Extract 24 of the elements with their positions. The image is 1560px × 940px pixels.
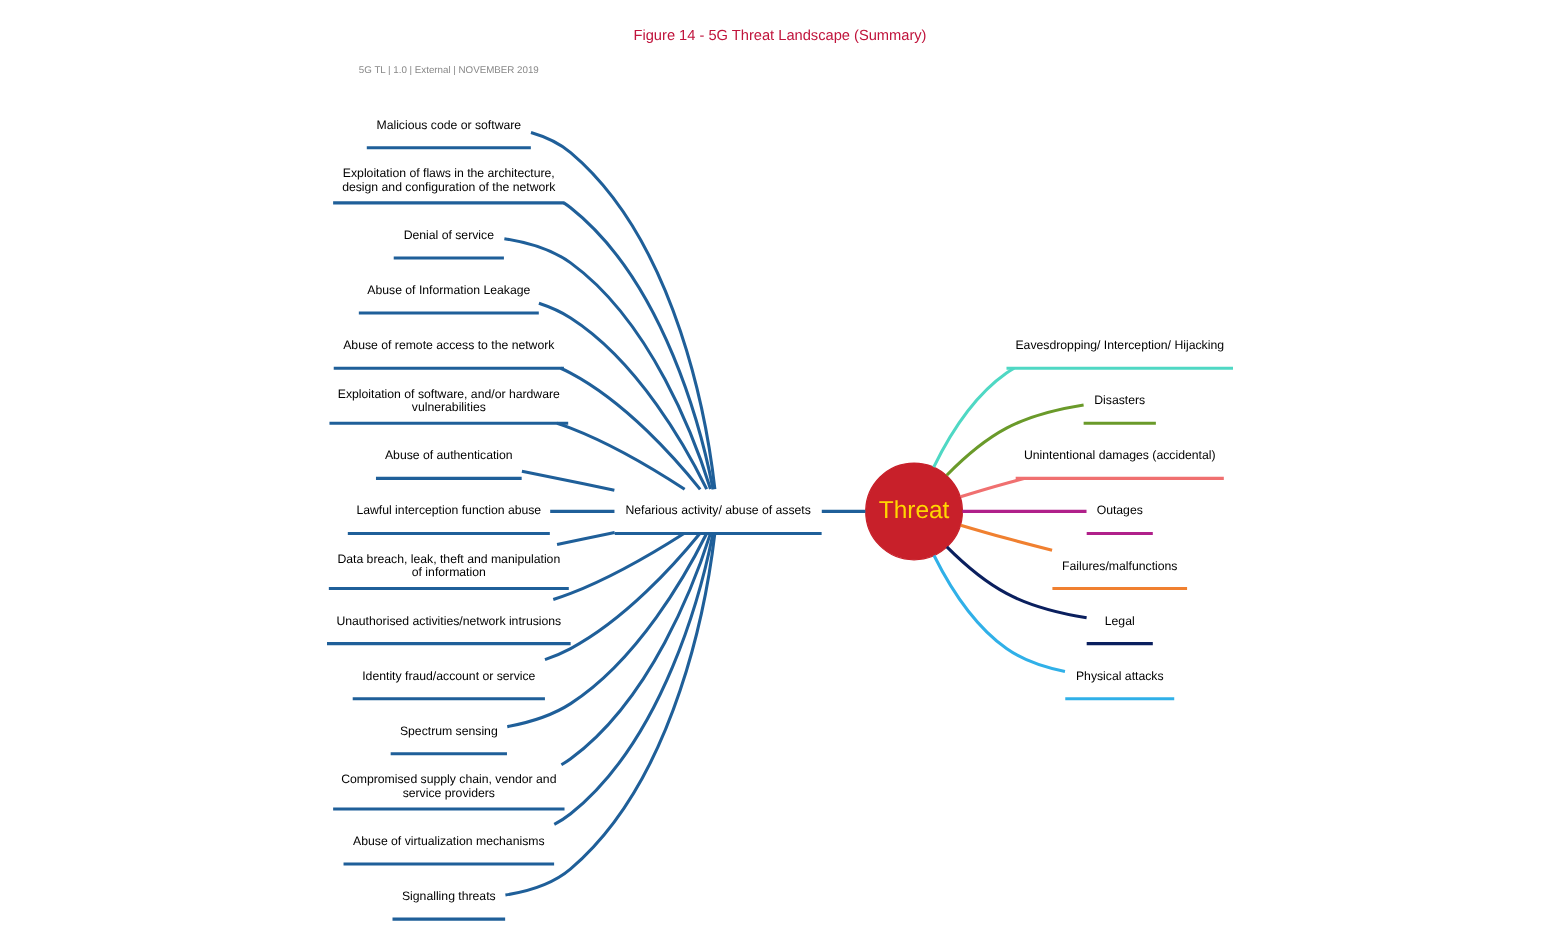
connector	[962, 508, 1087, 512]
connector	[556, 420, 686, 490]
node-circle: Threat	[865, 461, 964, 560]
connector	[506, 531, 708, 728]
connector	[521, 468, 615, 491]
connector	[552, 531, 685, 600]
connector	[945, 402, 1084, 476]
connector	[960, 475, 1026, 498]
connector	[556, 530, 615, 545]
connector	[562, 200, 715, 489]
connector	[505, 532, 717, 896]
connector	[530, 130, 717, 489]
connector	[932, 365, 1015, 467]
connector	[560, 365, 702, 490]
connector	[538, 300, 709, 489]
connector	[560, 532, 712, 766]
connector	[932, 553, 1066, 672]
connector	[945, 544, 1087, 619]
connector	[960, 522, 1053, 551]
connector	[544, 531, 701, 661]
connector	[504, 236, 712, 489]
connector	[821, 508, 866, 512]
connector	[550, 508, 615, 512]
connector	[553, 532, 715, 825]
